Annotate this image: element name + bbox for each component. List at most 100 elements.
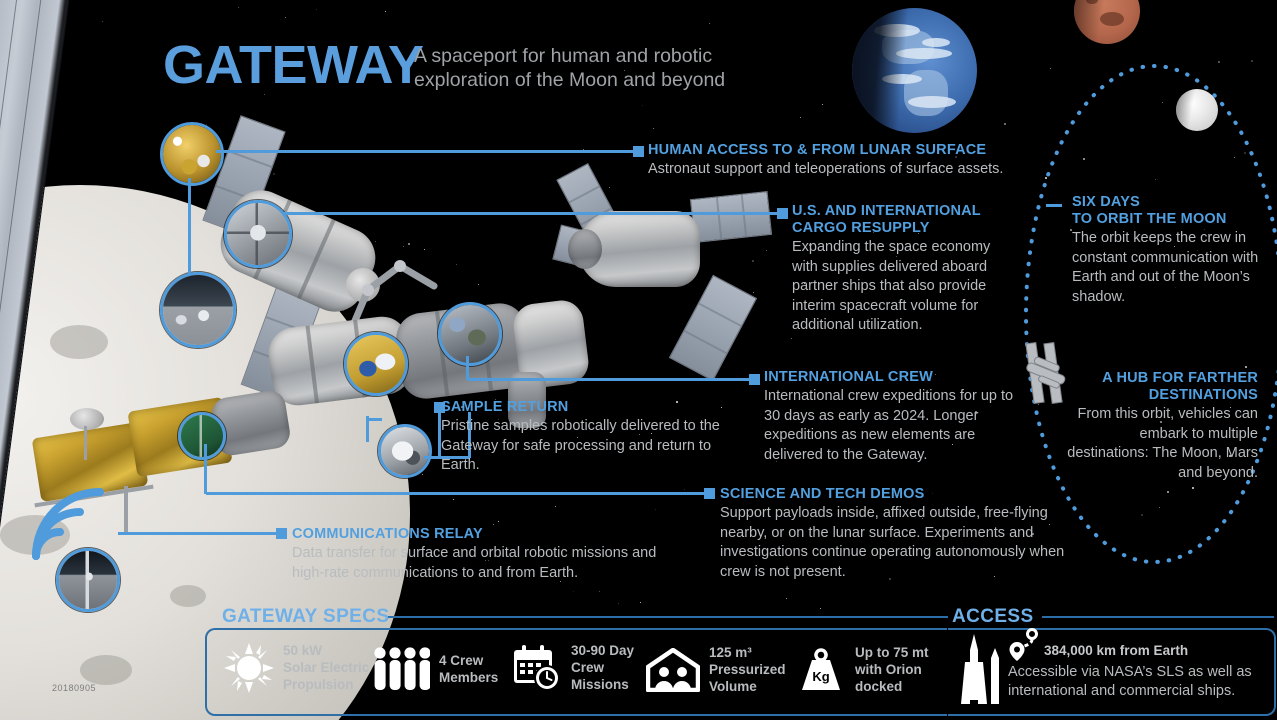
callout-international-crew-body: International crew expeditions for up to… xyxy=(764,388,1014,463)
robotic-arm xyxy=(342,260,438,346)
callout-hub-destinations: A HUB FOR FARTHER DESTINATIONS From this… xyxy=(1062,370,1258,483)
spec-pressurized-volume: 125 m³ Pressurized Volume xyxy=(646,644,786,695)
callout-human-access-title: HUMAN ACCESS TO & FROM LUNAR SURFACE xyxy=(648,142,987,158)
callout-cargo-resupply-title: U.S. AND INTERNATIONAL CARGO RESUPPLY xyxy=(792,203,981,236)
leader-six-days xyxy=(1046,204,1062,207)
inset-lander-top xyxy=(160,122,224,186)
callout-hub-body: From this orbit, vehicles can embark to … xyxy=(1067,406,1258,481)
leader-international-crew xyxy=(468,378,752,381)
gateway-station-orbit-icon xyxy=(1025,342,1066,404)
leader-sample-return-join xyxy=(438,410,441,458)
spec-mass-line3: docked xyxy=(855,679,903,694)
leader-human-access xyxy=(216,150,636,153)
sun-icon xyxy=(224,642,274,693)
callout-science-demos-body: Support payloads inside, affixed outside… xyxy=(720,505,1065,580)
moon-icon-orbit xyxy=(1176,89,1218,131)
inset-module-hatch xyxy=(224,200,292,268)
spec-solar-line2: Solar Electric xyxy=(283,660,370,675)
orion-spacecraft xyxy=(552,162,830,395)
habitation-modules xyxy=(265,298,600,430)
access-rule-left xyxy=(930,616,948,618)
inset-cubesat xyxy=(178,412,226,460)
callout-human-access: HUMAN ACCESS TO & FROM LUNAR SURFACE Ast… xyxy=(648,142,1048,180)
bullet-cargo-resupply xyxy=(777,208,788,219)
callout-six-days-title-1: SIX DAYS xyxy=(1072,194,1140,210)
callout-science-demos: SCIENCE AND TECH DEMOS Support payloads … xyxy=(720,486,1080,582)
spec-crew-line2: Members xyxy=(439,670,499,685)
callout-human-access-body: Astronaut support and teleoperations of … xyxy=(648,161,1004,177)
callout-comms-relay-title: COMMUNICATIONS RELAY xyxy=(292,526,483,542)
leader-sample-return-stub xyxy=(368,418,382,421)
bullet-science-demos xyxy=(704,488,715,499)
bullet-comms-relay xyxy=(276,528,287,539)
callout-six-days: SIX DAYS TO ORBIT THE MOON The orbit kee… xyxy=(1072,194,1262,307)
inset-sample xyxy=(378,424,432,478)
callout-sample-return: SAMPLE RETURN Pristine samples robotical… xyxy=(441,399,725,476)
callout-six-days-title-2: TO ORBIT THE MOON xyxy=(1072,211,1227,227)
leader-comms-relay xyxy=(118,532,278,535)
earth-globe xyxy=(852,8,977,133)
leader-surface-crew xyxy=(188,178,191,274)
callout-hub-title-1: A HUB FOR FARTHER xyxy=(1102,370,1258,386)
callout-sample-return-body: Pristine samples robotically delivered t… xyxy=(441,418,720,473)
leader-sample-return-v xyxy=(468,412,471,458)
mars-planet xyxy=(1074,0,1140,44)
spec-volume-line3: Volume xyxy=(709,679,757,694)
leader-cargo-resupply xyxy=(284,212,780,215)
spec-missions-line2: Crew xyxy=(571,660,605,675)
inset-crew-interior xyxy=(344,332,408,396)
bullet-international-crew xyxy=(749,374,760,385)
spec-mass-line1: Up to 75 mt xyxy=(855,645,929,660)
spec-crew-line1: 4 Crew xyxy=(439,653,484,668)
leader-sample-return-h xyxy=(424,456,470,459)
spec-mass-with-orion: Kg Up to 75 mt with Orion docked xyxy=(796,644,929,695)
access-rule xyxy=(1042,616,1274,618)
route-pin-icon xyxy=(1009,628,1038,661)
inset-surface-crew xyxy=(160,272,236,348)
calendar-clock-icon xyxy=(514,644,560,691)
page-subtitle: A spaceport for human and robotic explor… xyxy=(414,45,726,91)
leader-international-crew-drop xyxy=(466,356,469,380)
weight-icon-label: Kg xyxy=(812,669,829,684)
access-distance: 384,000 km from Earth xyxy=(1044,643,1189,658)
spec-missions-line1: 30-90 Day xyxy=(571,643,635,658)
callout-sample-return-title: SAMPLE RETURN xyxy=(441,399,569,415)
leader-sample-return-stub-v xyxy=(366,416,369,442)
spec-solar-line3: Propulsion xyxy=(283,677,354,692)
page-title: GATEWAY xyxy=(163,35,424,95)
callout-comms-relay: COMMUNICATIONS RELAY Data transfer for s… xyxy=(292,526,672,583)
specs-section-title: GATEWAY SPECS xyxy=(222,606,390,627)
callout-international-crew-title: INTERNATIONAL CREW xyxy=(764,369,933,385)
callout-hub-title-2: DESTINATIONS xyxy=(1148,387,1258,403)
callout-science-demos-title: SCIENCE AND TECH DEMOS xyxy=(720,486,925,502)
spec-volume-line1: 125 m³ xyxy=(709,645,752,660)
lunar-lander-gold xyxy=(28,388,298,570)
bullet-human-access xyxy=(633,146,644,157)
access-body: Accessible via NASA’s SLS as well as int… xyxy=(1008,664,1252,699)
spec-volume-line2: Pressurized xyxy=(709,662,786,677)
weight-icon: Kg xyxy=(802,647,840,690)
callout-six-days-body: The orbit keeps the crew in constant com… xyxy=(1072,230,1259,305)
inset-crew-science xyxy=(438,302,502,366)
lunar-orbit-path xyxy=(1024,64,1277,564)
date-code: 20180905 xyxy=(52,683,97,693)
callout-cargo-resupply-body: Expanding the space economy with supplie… xyxy=(792,239,991,333)
callout-comms-relay-body: Data transfer for surface and orbital ro… xyxy=(292,545,657,581)
spec-crew-members: 4 Crew Members xyxy=(372,646,498,692)
habitat-icon xyxy=(646,647,700,692)
spec-solar-electric-propulsion: 50 kW Solar Electric Propulsion xyxy=(224,642,369,693)
specs-rule xyxy=(388,616,936,618)
spec-solar-line1: 50 kW xyxy=(283,643,323,658)
communications-signal-icon xyxy=(32,488,104,560)
access-panel xyxy=(948,628,1276,716)
spec-missions-line3: Missions xyxy=(571,677,629,692)
crew-icon xyxy=(374,647,430,690)
callout-international-crew: INTERNATIONAL CREW International crew ex… xyxy=(764,369,1024,465)
spec-mass-line2: with Orion xyxy=(855,662,922,677)
access-section-title: ACCESS xyxy=(952,606,1034,627)
spec-crew-missions: 30-90 Day Crew Missions xyxy=(512,642,634,693)
specs-panel xyxy=(205,628,947,716)
callout-cargo-resupply: U.S. AND INTERNATIONAL CARGO RESUPPLY Ex… xyxy=(792,203,1020,336)
leader-science-demos xyxy=(206,492,706,495)
